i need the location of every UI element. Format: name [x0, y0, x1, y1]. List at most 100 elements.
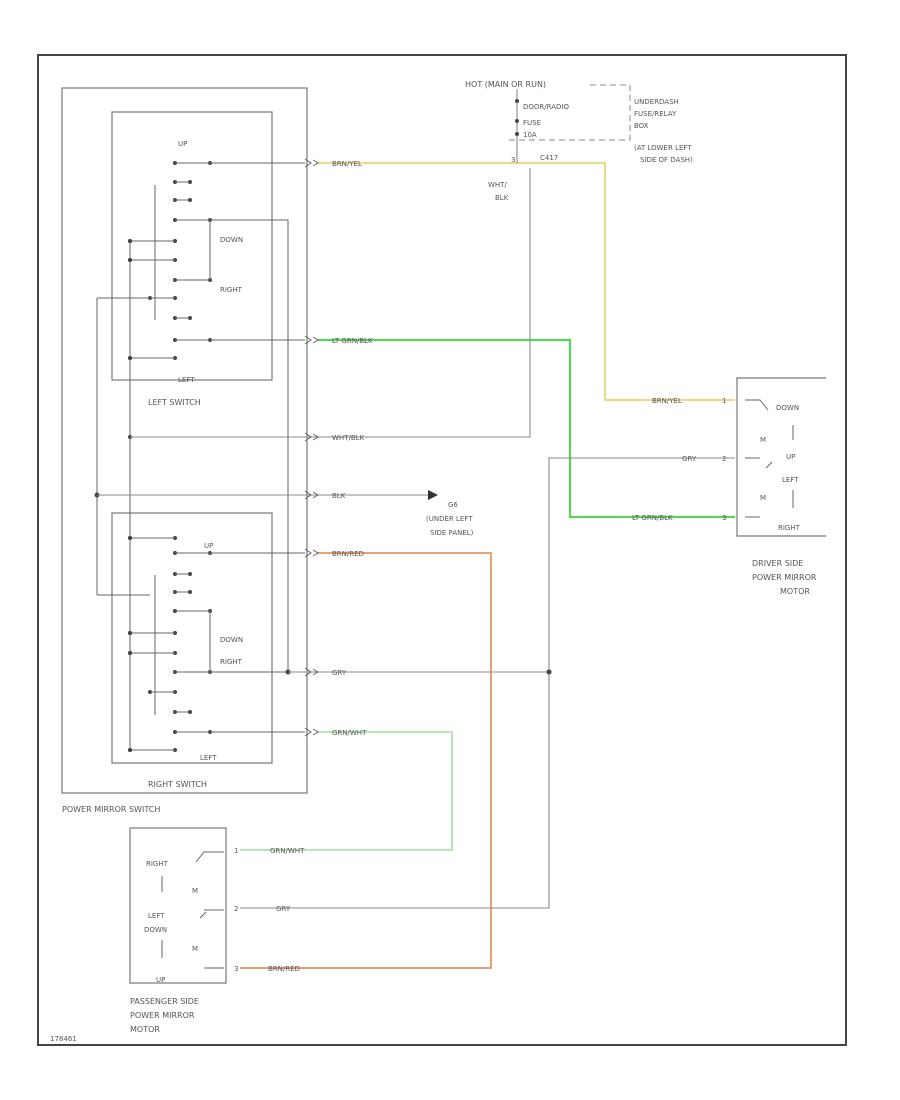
driver-wire-brn-yel: BRN/YEL [652, 397, 682, 405]
passenger-pin-2: 2 [234, 905, 238, 913]
lt-grn-blk-label: LT GRN/BLK [332, 337, 373, 345]
bus-junction [128, 536, 132, 540]
box-label-5: SIDE OF DASH) [640, 156, 693, 164]
switch-pin [312, 668, 319, 676]
box-label-3: BOX [634, 122, 649, 130]
brn-red-label: BRN/RED [332, 550, 364, 558]
bus-junction [128, 631, 132, 635]
passenger-pin-3: 3 [234, 965, 238, 973]
switch-pin [304, 158, 312, 168]
driver-motor-2: M [760, 494, 766, 502]
right-switch-box [111, 512, 273, 764]
switch-pin [304, 667, 312, 677]
passenger-label-1: PASSENGER SIDE [130, 997, 199, 1006]
passenger-label-3: MOTOR [130, 1025, 160, 1034]
brn-yel-wire [318, 161, 735, 402]
fuse-label-2: FUSE [523, 119, 541, 127]
blk-label: BLK [332, 492, 346, 500]
passenger-motor-2: M [192, 945, 198, 953]
gry-wire-passenger [240, 672, 550, 909]
switch-connector-pins [304, 158, 319, 737]
brn-yel-label: BRN/YEL [332, 160, 362, 168]
driver-mirror-motor: BRN/YEL GRY LT GRN/BLK 1 2 3 DOWN UP LEF… [632, 377, 826, 596]
power-connector: C417 [540, 154, 558, 162]
bus-junction [128, 239, 132, 243]
driver-label-3: MOTOR [780, 587, 810, 596]
driver-right: RIGHT [778, 524, 801, 532]
switch-pin [304, 727, 312, 737]
passenger-label-2: POWER MIRROR [130, 1011, 195, 1020]
passenger-motor-1: M [192, 887, 198, 895]
footer-code: 178461 [50, 1035, 77, 1043]
box-label-4: (AT LOWER LEFT [634, 144, 692, 152]
driver-up: UP [786, 453, 795, 461]
driver-motor-box [736, 377, 826, 537]
driver-motor-1: M [760, 436, 766, 444]
passenger-wire-grn-wht: GRN/WHT [270, 847, 305, 855]
right-switch-right: RIGHT [220, 658, 243, 666]
driver-pin-3: 3 [722, 514, 726, 522]
bus-junction [128, 356, 132, 360]
driver-label-2: POWER MIRROR [752, 573, 817, 582]
power-mirror-switch: LEFT SWITCH RIGHT SWITCH POWER MIRROR SW… [61, 87, 308, 814]
right-switch-label: RIGHT SWITCH [148, 780, 207, 789]
wht-blk-label: WHT/BLK [332, 434, 365, 442]
right-switch-left: LEFT [200, 754, 217, 762]
switch-pin [304, 548, 312, 558]
power-mirror-switch-box [61, 87, 308, 794]
left-switch-up: UP [178, 140, 187, 148]
gry-label: GRY [332, 669, 347, 677]
diagram-frame [37, 54, 847, 1046]
wht-blk-label-1: WHT/ [488, 181, 507, 189]
passenger-right: RIGHT [146, 860, 169, 868]
driver-down: DOWN [776, 404, 799, 412]
box-label-2: FUSE/RELAY [634, 110, 677, 118]
wht-blk-label-2: BLK [495, 194, 509, 202]
grn-wht-wire [240, 731, 453, 851]
left-switch-box [111, 111, 273, 381]
passenger-up: UP [156, 976, 165, 984]
ground-label-1: G6 [448, 501, 458, 509]
bus-junction [128, 651, 132, 655]
ground-label-3: SIDE PANEL) [430, 529, 474, 537]
right-switch-up: UP [204, 542, 213, 550]
passenger-left: LEFT [148, 912, 165, 920]
gry-common [210, 219, 289, 672]
switch-pin [312, 433, 319, 441]
brn-red-wire [240, 552, 492, 969]
power-pin: 3 [511, 156, 515, 164]
fuse-relay-box: HOT (MAIN OR RUN) DOOR/RADIO FUSE 10A UN… [465, 80, 693, 202]
passenger-wire-gry: GRY [276, 905, 291, 913]
hot-label: HOT (MAIN OR RUN) [465, 80, 546, 89]
grn-wht-label: GRN/WHT [332, 729, 367, 737]
box-label-1: UNDERDASH [634, 98, 679, 106]
left-switch-label: LEFT SWITCH [148, 398, 201, 407]
passenger-motor-box [129, 827, 227, 984]
switch-pin [312, 549, 319, 557]
lt-grn-blk-wire [318, 338, 735, 519]
passenger-mirror-motor: GRN/WHT GRY BRN/RED 1 2 3 RIGHT LEFT DOW… [129, 827, 305, 1034]
power-mirror-switch-label: POWER MIRROR SWITCH [62, 805, 160, 814]
switch-pin [312, 491, 319, 499]
gry-wire-driver [548, 457, 735, 672]
driver-label-1: DRIVER SIDE [752, 559, 803, 568]
switch-pin [312, 728, 319, 736]
ground-label-2: (UNDER LEFT [426, 515, 473, 523]
switch-pin [304, 490, 312, 500]
left-switch-down: DOWN [220, 236, 243, 244]
gry-splice [546, 669, 552, 675]
switch-pin [304, 335, 312, 345]
fuse-label-3: 10A [523, 131, 537, 139]
wht-blk-wire [130, 168, 531, 438]
switch-pin [304, 432, 312, 442]
left-switch-left: LEFT [178, 376, 195, 384]
driver-pin-2: 2 [722, 455, 726, 463]
ground-arrow [428, 490, 438, 500]
switch-contacts [94, 161, 305, 752]
passenger-down: DOWN [144, 926, 167, 934]
fuse-label-1: DOOR/RADIO [523, 103, 569, 111]
left-switch-right: RIGHT [220, 286, 243, 294]
driver-left: LEFT [782, 476, 799, 484]
bus-junction [128, 748, 132, 752]
